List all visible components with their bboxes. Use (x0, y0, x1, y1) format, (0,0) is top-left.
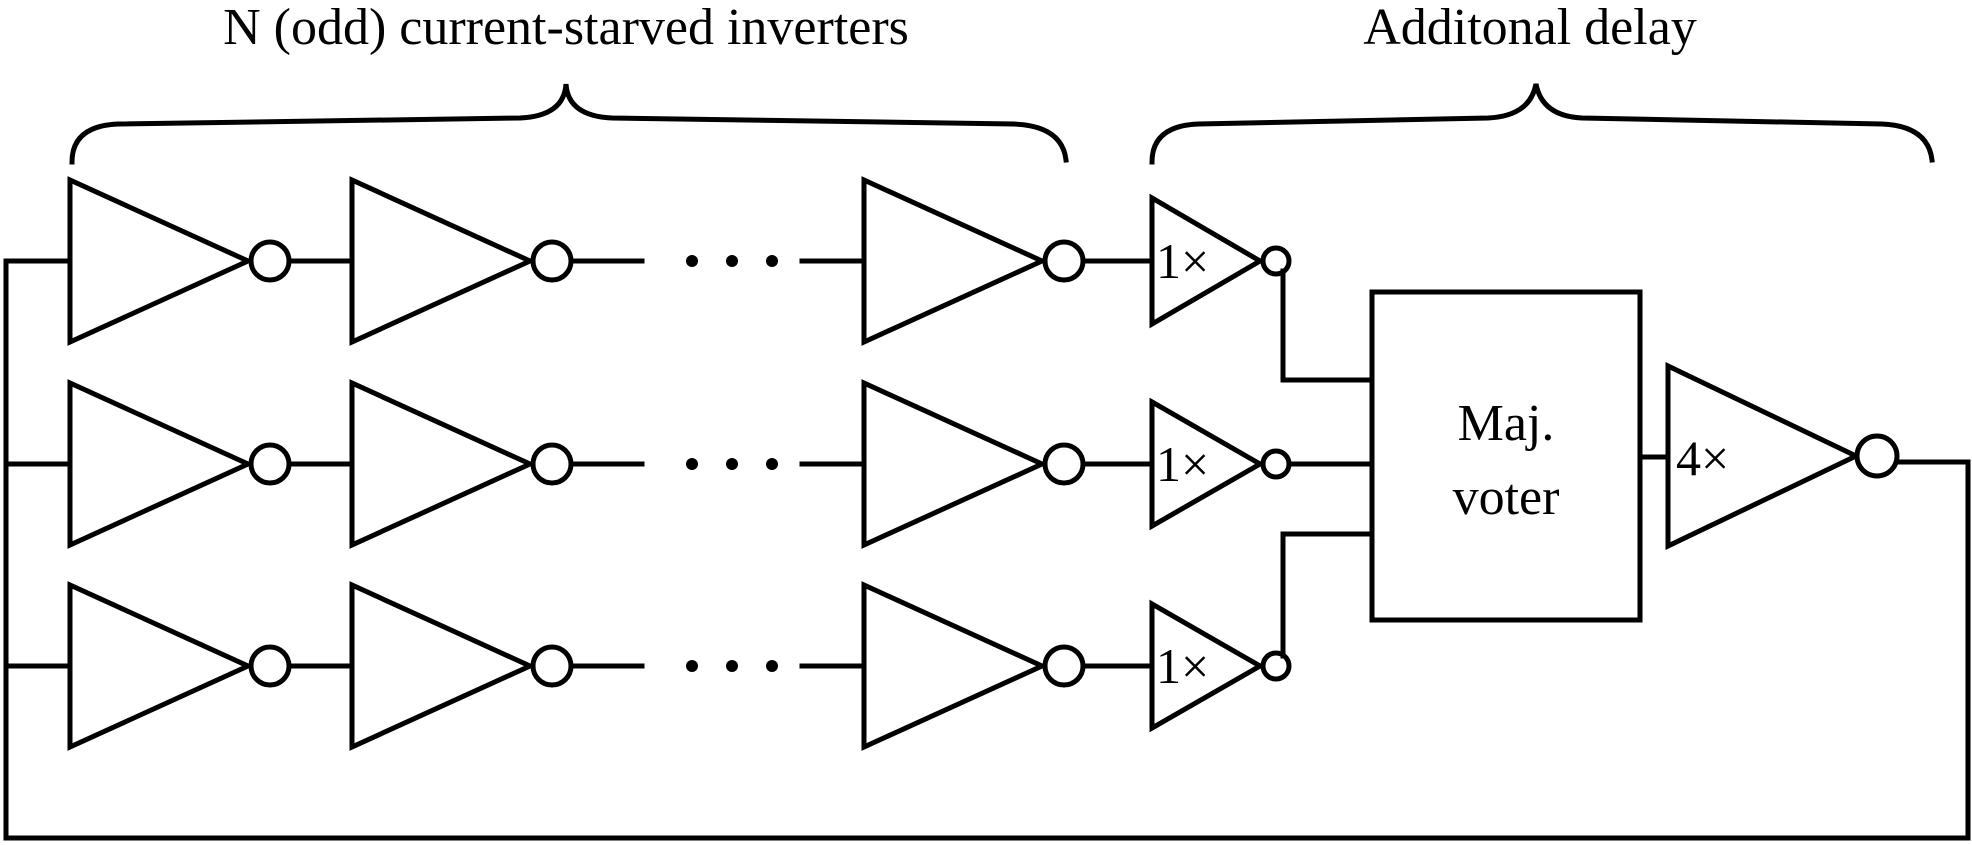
chain-row-1: 1× (67, 176, 1375, 383)
buffer-1x-triangle (1149, 193, 1265, 329)
inverter-triangle (67, 581, 255, 751)
buffer-1x-label: 1× (1156, 436, 1209, 492)
right-brace (1149, 83, 1935, 165)
buffer-1x-label: 1× (1156, 638, 1209, 694)
ellipsis-dot (726, 458, 738, 470)
buffer-4x-bubble (1854, 433, 1900, 479)
inverter-triangle (861, 581, 1049, 751)
voter-label-line1: Maj. (1458, 395, 1555, 452)
buffer-bubble (1260, 650, 1292, 682)
buffer-1x-label: 1× (1156, 233, 1209, 289)
inverter-bubble (530, 644, 574, 688)
voter-input-wire-1 (1280, 268, 1375, 383)
inverter-triangle (67, 176, 255, 346)
ellipsis-dot (686, 255, 698, 267)
left-brace (69, 83, 1069, 165)
inverter-triangle (349, 581, 537, 751)
buffer-bubble (1260, 245, 1292, 277)
ellipsis-dot (686, 660, 698, 672)
inverter-bubble (248, 442, 292, 486)
ellipsis-dots (686, 255, 778, 267)
buffer-4x-label: 4× (1676, 430, 1729, 486)
ellipsis-dot (726, 660, 738, 672)
ellipsis-dot (726, 255, 738, 267)
inverter-bubble (248, 644, 292, 688)
inverter-triangle (349, 176, 537, 346)
inverter-triangle (861, 176, 1049, 346)
ellipsis-dots (686, 458, 778, 470)
majority-voter-box (1369, 289, 1643, 623)
inverter-triangle (349, 379, 537, 549)
chain-row-3: 1× (67, 531, 1375, 751)
voter-input-wire-3 (1280, 531, 1375, 659)
chain-row-2: 1× (67, 379, 1375, 549)
ellipsis-dots (686, 660, 778, 672)
majority-voter: Maj. voter (1369, 289, 1643, 623)
right-brace-label: Additonal delay (1363, 0, 1697, 56)
voter-label-line2: voter (1453, 469, 1560, 526)
feedback-wire (3, 258, 1971, 841)
buffer-1x-triangle (1149, 397, 1266, 531)
inverter-bubble (1042, 442, 1086, 486)
buffer-4x-triangle (1665, 362, 1862, 550)
output-buffer-4x: 4× (1665, 362, 1900, 550)
left-brace-label: N (odd) current-starved inverters (223, 0, 909, 56)
inverter-bubble (530, 442, 574, 486)
ellipsis-dot (766, 458, 778, 470)
ellipsis-dot (686, 458, 698, 470)
ellipsis-dot (766, 660, 778, 672)
buffer-1x-triangle (1149, 599, 1266, 733)
inverter-bubble (1042, 644, 1086, 688)
inverter-triangle (67, 379, 255, 549)
inverter-triangle (861, 379, 1049, 549)
inverter-bubble (1042, 239, 1086, 283)
inverter-bubble (530, 239, 574, 283)
ellipsis-dot (766, 255, 778, 267)
inverter-bubble (248, 239, 292, 283)
buffer-bubble (1260, 448, 1292, 480)
